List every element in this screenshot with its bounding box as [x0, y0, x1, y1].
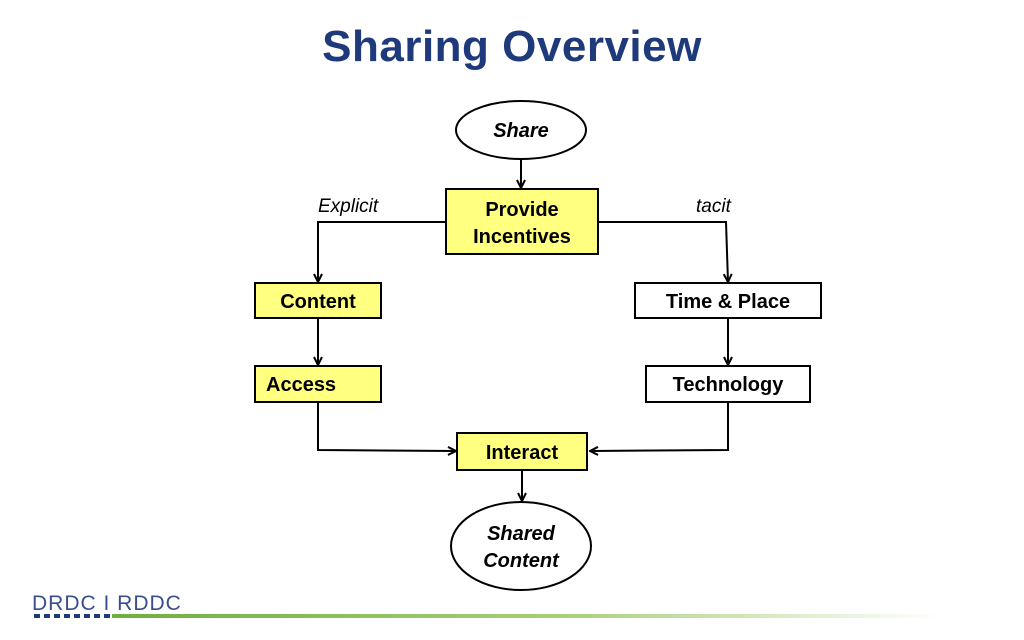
node-provide-label-line2: Incentives [473, 226, 571, 248]
node-provide-incentives: Provide Incentives [445, 188, 599, 255]
edge-access-to-interact [317, 402, 456, 451]
node-shared-content: Shared Content [450, 501, 592, 591]
slide-title: Sharing Overview [322, 22, 702, 71]
node-access-label: Access [266, 374, 336, 396]
node-time-place-label: Time & Place [666, 291, 790, 313]
edges [318, 160, 728, 501]
node-share-label: Share [493, 120, 549, 142]
node-content-label: Content [280, 291, 356, 313]
node-provide-label-line1: Provide [485, 199, 558, 221]
footer-rule [112, 614, 942, 618]
node-technology: Technology [645, 365, 811, 403]
node-access: Access [254, 365, 382, 403]
node-content: Content [254, 282, 382, 319]
node-shared-label-line2: Content [483, 550, 560, 572]
node-shared-label-line1: Shared [487, 523, 556, 545]
edge-label-explicit: Explicit [318, 196, 379, 217]
node-share: Share [455, 100, 587, 160]
node-interact-label: Interact [486, 442, 559, 464]
logo-dots [34, 614, 120, 618]
node-technology-label: Technology [673, 374, 785, 396]
drdc-logo: DRDC I RDDC [32, 592, 182, 615]
node-time-place: Time & Place [634, 282, 822, 319]
edge-provide-to-content [318, 221, 446, 282]
edge-provide-to-time-place [598, 221, 728, 282]
node-interact: Interact [456, 432, 588, 471]
edge-label-tacit: tacit [696, 196, 732, 217]
edge-technology-to-interact [590, 402, 729, 451]
